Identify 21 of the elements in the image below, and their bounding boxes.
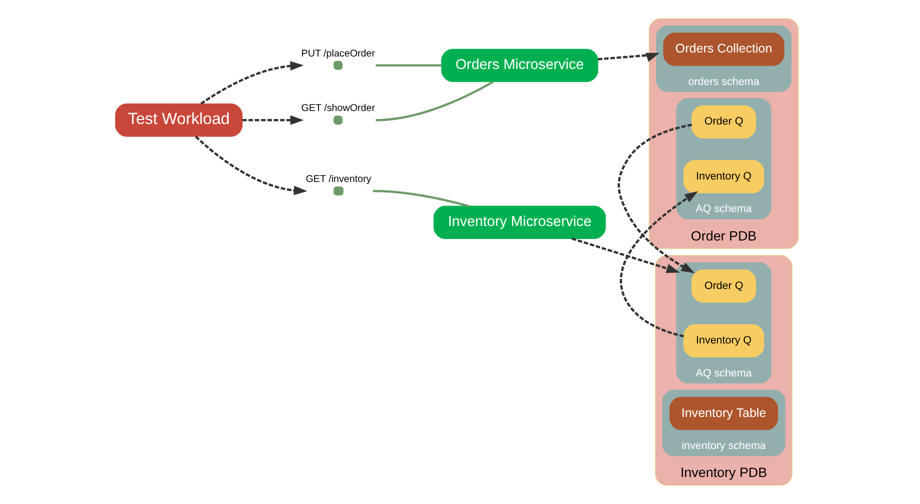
node-label: PUT /placeOrder bbox=[300, 48, 375, 60]
node-box: Inventory Table bbox=[669, 396, 778, 430]
connector bbox=[375, 80, 494, 122]
arrow bbox=[242, 115, 304, 125]
node-box: Order Q bbox=[690, 270, 756, 303]
connector bbox=[372, 190, 469, 208]
node-box: Test Workload bbox=[114, 104, 242, 137]
arrow bbox=[200, 61, 304, 105]
arrow bbox=[597, 52, 660, 62]
node-box: Orders Microservice bbox=[440, 48, 598, 82]
node-box: Orders Collection bbox=[662, 32, 784, 66]
arrow bbox=[194, 136, 307, 196]
node-box: Inventory Q bbox=[682, 160, 764, 194]
node-label: GET /showOrder bbox=[300, 102, 375, 114]
arrow bbox=[619, 191, 698, 338]
node-box: Inventory Microservice bbox=[433, 206, 606, 239]
node-label: GET /inventory bbox=[305, 174, 371, 185]
connector bbox=[375, 64, 442, 67]
arrow bbox=[571, 237, 680, 274]
node-box: Inventory Q bbox=[682, 324, 764, 358]
node-box: Order Q bbox=[690, 105, 756, 139]
